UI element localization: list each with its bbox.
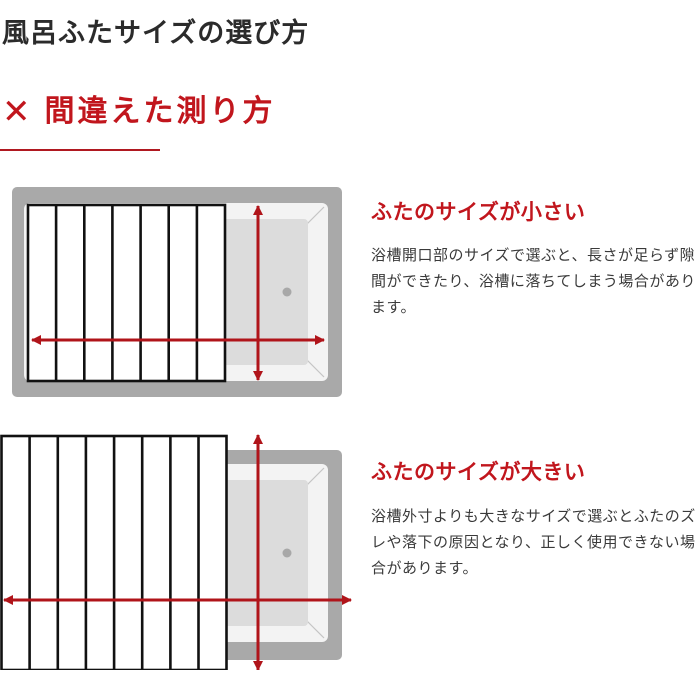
bath-lid <box>0 434 228 670</box>
section-header: ✕ 間違えた測り方 <box>2 90 276 134</box>
small-lid-diagram <box>12 187 342 397</box>
large-lid-diagram <box>0 433 353 670</box>
cross-mark-icon: ✕ <box>2 92 31 132</box>
large-lid-title: ふたのサイズが大きい <box>371 460 586 484</box>
bath-lid <box>26 203 227 383</box>
drain-icon <box>282 548 292 558</box>
small-lid-title: ふたのサイズが小さい <box>371 200 586 224</box>
small-lid-description: 浴槽開口部のサイズで選ぶと、長さが足らず隙間ができたり、浴槽に落ちてしまう場合が… <box>371 246 696 316</box>
section-title: 間違えた測り方 <box>44 94 276 129</box>
page-title: 風呂ふたサイズの選び方 <box>2 18 310 49</box>
drain-icon <box>282 287 292 297</box>
section-divider <box>0 149 160 151</box>
large-lid-description: 浴槽外寸よりも大きなサイズで選ぶとふたのズレや落下の原因となり、正しく使用できな… <box>371 507 696 577</box>
